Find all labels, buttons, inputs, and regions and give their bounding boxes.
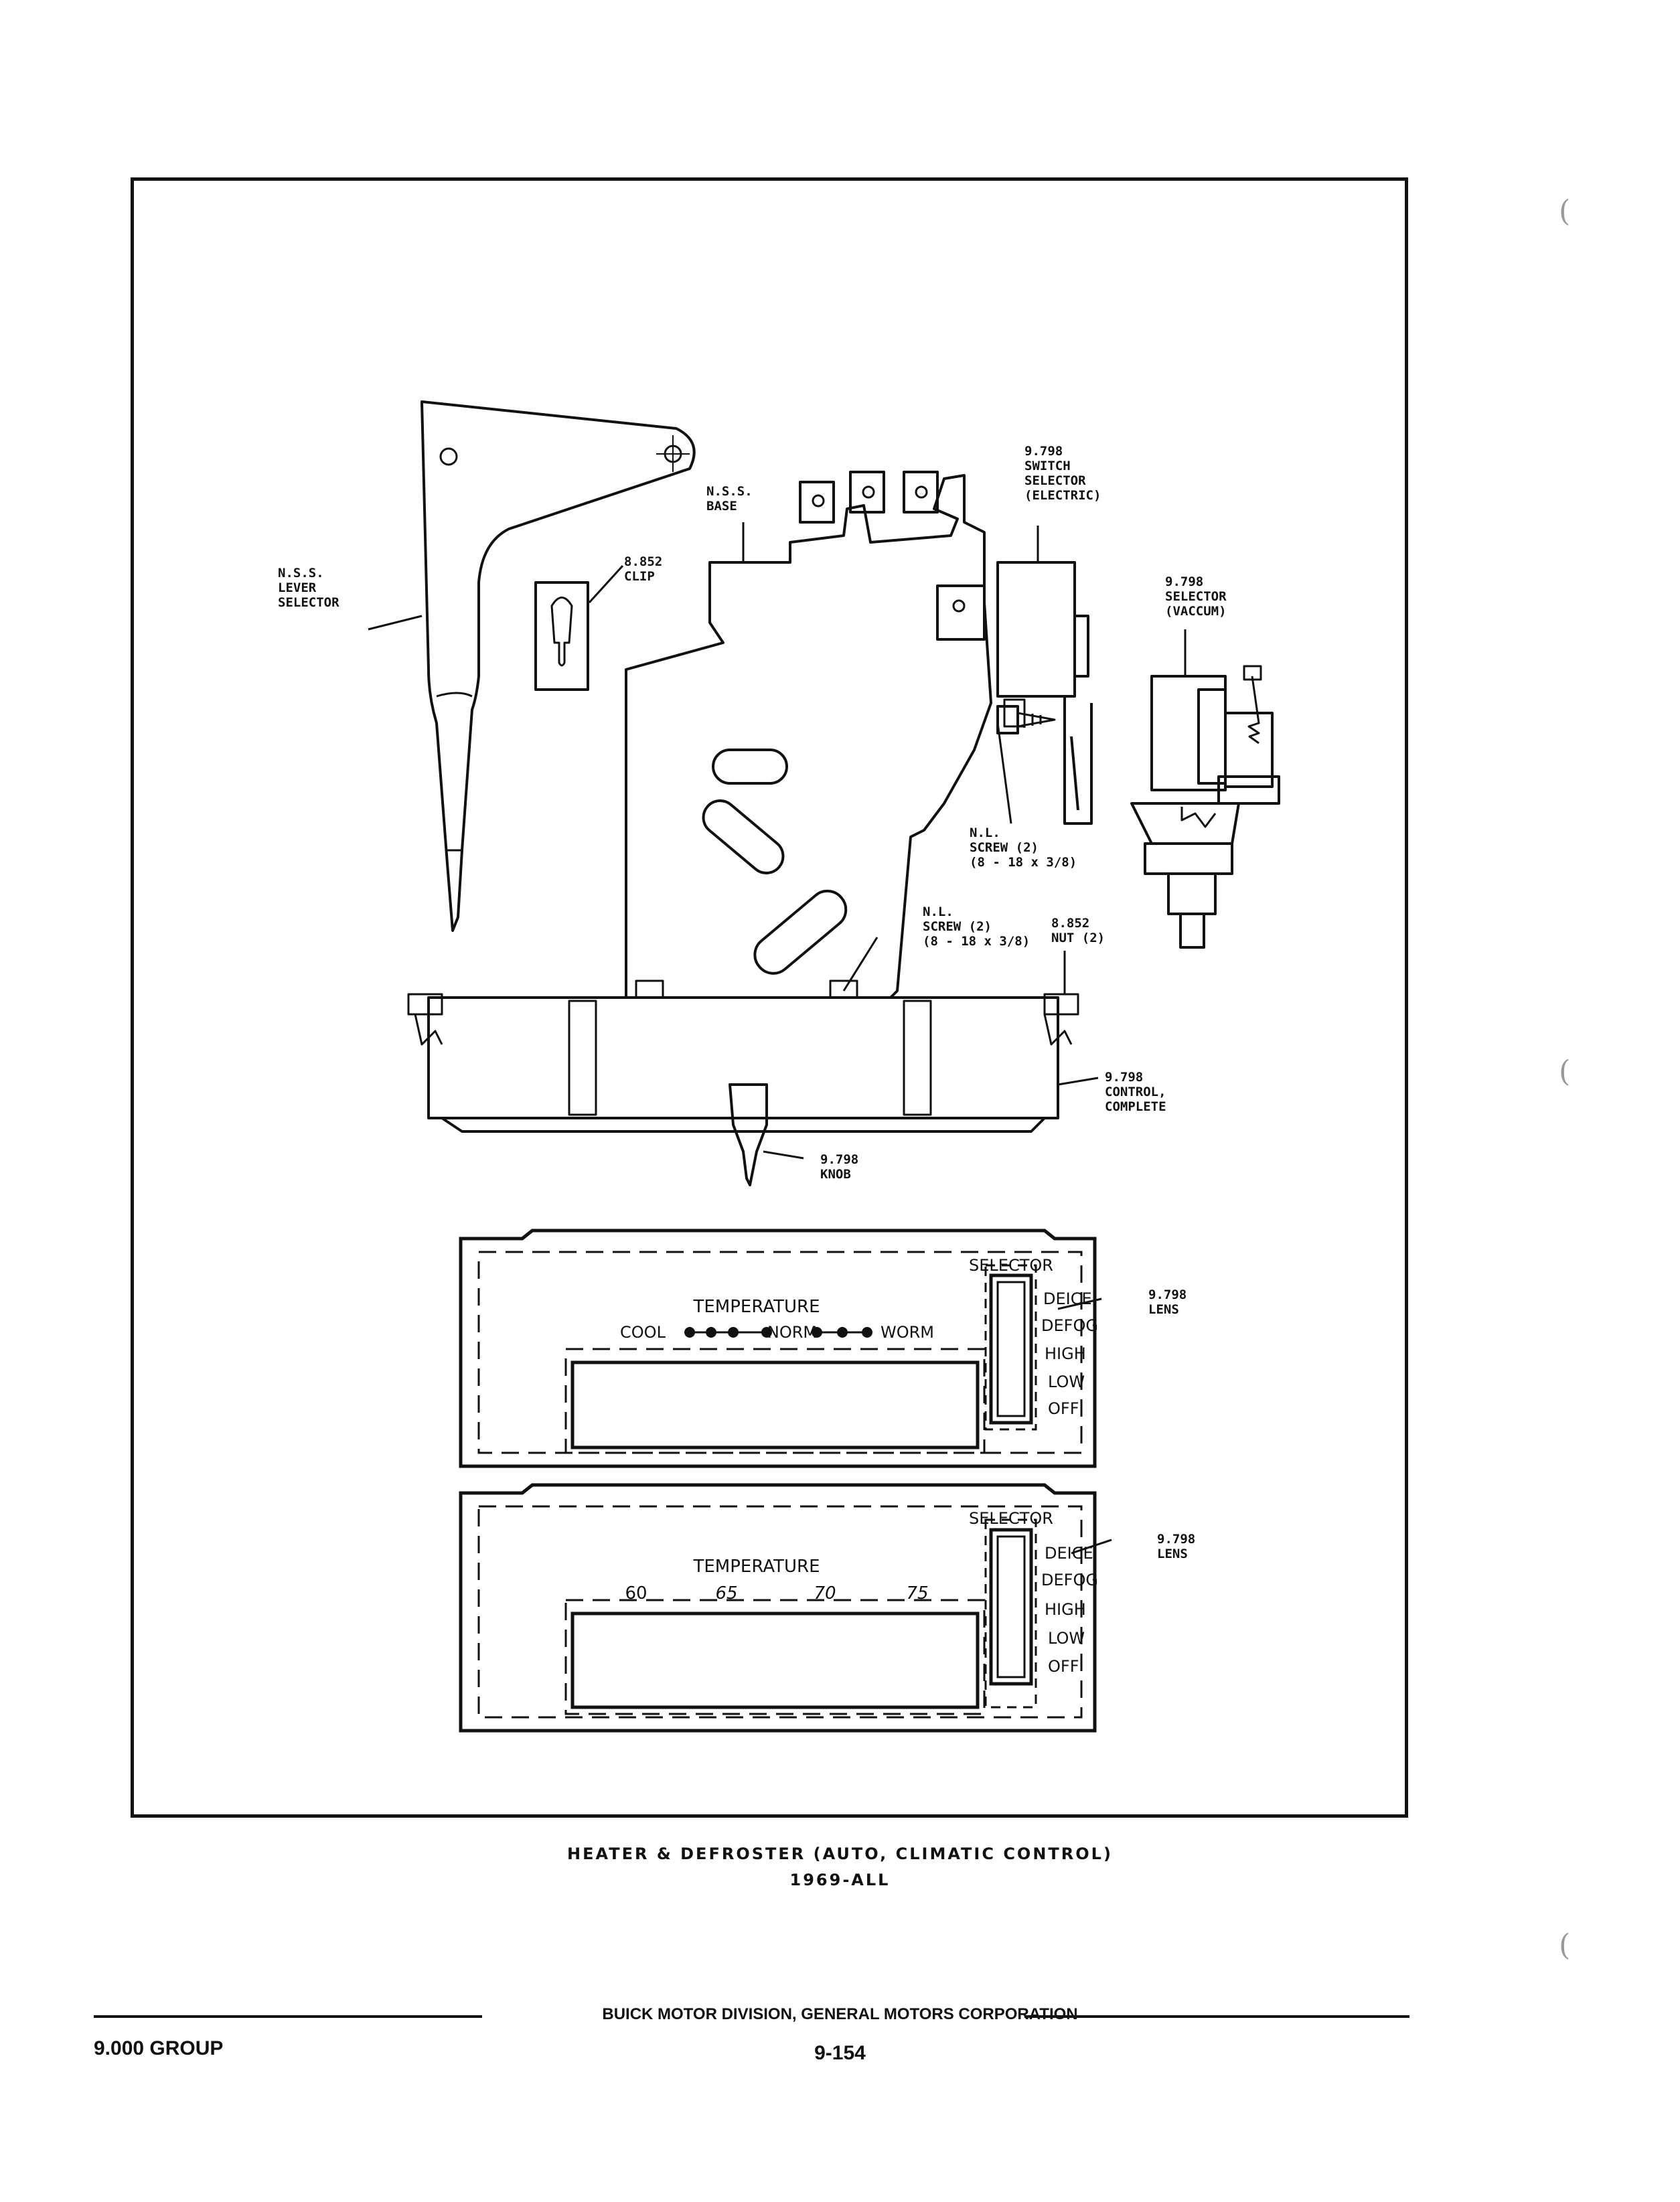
footer-page-number: 9-154: [814, 2042, 866, 2064]
callout-nut-line: 8.852: [1051, 916, 1089, 931]
svg-text:N.S.S.BASE: N.S.S.BASE: [706, 484, 753, 514]
callout-clip-line: CLIP: [624, 569, 655, 584]
callout-vacuum-selector-line: SELECTOR: [1165, 589, 1227, 604]
callout-lever-selector-line: LEVER: [278, 580, 317, 595]
lens-lower-mode-label: DEICE: [1045, 1544, 1093, 1563]
callout-screw-lower-line: N.L.: [923, 905, 953, 919]
footer-group: 9.000 GROUP: [94, 2037, 224, 2059]
lens-upper-temperature-label: TEMPERATURE: [692, 1297, 820, 1317]
callout-base-line: BASE: [706, 499, 737, 514]
callout-lever-selector-line: N.S.S.: [278, 566, 324, 580]
callout-lever-selector-line: SELECTOR: [278, 595, 339, 610]
lens-upper-scale-label: WORM: [881, 1323, 934, 1342]
lens-lower-scale-label: 60: [625, 1583, 647, 1603]
callout-lens-upper-line: LENS: [1148, 1302, 1179, 1317]
lens-upper-mode-label: HIGH: [1045, 1344, 1086, 1363]
lens-lower-selector-label: SELECTOR: [969, 1509, 1053, 1528]
clip-part: [534, 581, 589, 691]
callout-screw-upper-line: (8 - 18 x 3/8): [970, 855, 1077, 870]
callout-lens-lower-line: 9.798: [1157, 1532, 1195, 1547]
lens-upper-mode-label: DEFOG: [1041, 1316, 1098, 1335]
lens-lower: SELECTOR TEMPERATURE 60 65 70 75 DEICE D…: [459, 1483, 1098, 1733]
callout-switch-selector-line: SWITCH: [1024, 459, 1071, 473]
footer-rule-left: [94, 2015, 482, 2018]
binder-hole-mark: (: [1559, 1054, 1571, 1089]
lens-upper-scale-label: COOL: [620, 1323, 666, 1342]
figure-caption-year: 1969-ALL: [789, 1871, 891, 1889]
callout-control-line: CONTROL,: [1105, 1085, 1166, 1099]
callout-screw-upper-line: N.L.: [970, 825, 1000, 840]
lever-selector-part: [421, 400, 696, 932]
callout-screw-upper-line: SCREW (2): [970, 840, 1039, 855]
lens-upper-selector-label: SELECTOR: [969, 1256, 1053, 1275]
lens-lower-temperature-label: TEMPERATURE: [692, 1557, 820, 1577]
lens-upper-scale-label: NORM: [767, 1323, 817, 1342]
callout-switch-selector-line: SELECTOR: [1024, 473, 1086, 488]
callout-knob-line: 9.798: [820, 1152, 858, 1167]
lens-lower-mode-label: OFF: [1048, 1657, 1079, 1676]
footer-company: BUICK MOTOR DIVISION, GENERAL MOTORS COR…: [602, 2005, 1078, 2023]
electric-switch-selector-part: [996, 561, 1093, 825]
control-housing-part: [407, 979, 1079, 1133]
callout-knob-line: KNOB: [820, 1167, 851, 1182]
callout-screw-lower-line: (8 - 18 x 3/8): [923, 934, 1030, 949]
svg-text:N.L.SCREW (2)(8 - 18 x 3/8): N.L.SCREW (2)(8 - 18 x 3/8): [923, 905, 1030, 949]
leader-lines: [368, 522, 1187, 1555]
lens-upper-mode-label: DEICE: [1043, 1289, 1092, 1308]
callout-nut-line: NUT (2): [1051, 931, 1105, 945]
figure-frame: [131, 177, 1408, 1818]
lens-upper-mode-label: OFF: [1048, 1399, 1079, 1418]
vacuum-selector-part: [1130, 665, 1280, 949]
callout-vacuum-selector-line: 9.798: [1165, 574, 1203, 589]
figure-caption-title: HEATER & DEFROSTER (AUTO, CLIMATIC CONTR…: [567, 1844, 1113, 1863]
callout-switch-selector-line: (ELECTRIC): [1024, 488, 1101, 503]
lens-upper-mode-label: LOW: [1048, 1372, 1085, 1391]
lens-lower-mode-label: DEFOG: [1041, 1571, 1098, 1589]
lens-lower-scale-label: 70: [814, 1583, 836, 1603]
callout-vacuum-selector-line: (VACCUM): [1165, 604, 1227, 619]
callout-clip-line: 8.852: [624, 554, 662, 569]
upper-screw-part: [996, 705, 1056, 734]
lens-lower-scale-label: 75: [906, 1583, 928, 1603]
callout-screw-lower-line: SCREW (2): [923, 919, 992, 934]
binder-hole-mark: (: [1559, 194, 1571, 228]
lens-lower-mode-label: LOW: [1048, 1629, 1085, 1648]
svg-text:N.L.SCREW (2)(8 - 18 x 3/8): N.L.SCREW (2)(8 - 18 x 3/8): [970, 825, 1077, 870]
callout-base-line: N.S.S.: [706, 484, 753, 499]
callout-lens-upper-line: 9.798: [1148, 1287, 1187, 1302]
lens-lower-mode-label: HIGH: [1045, 1600, 1086, 1619]
footer-rule-right: [1024, 2015, 1409, 2018]
callout-lens-lower-line: LENS: [1157, 1547, 1188, 1561]
callout-control-line: 9.798: [1105, 1070, 1143, 1085]
knob-part: [729, 1083, 768, 1186]
callout-control-line: COMPLETE: [1105, 1099, 1166, 1114]
lens-upper: SELECTOR TEMPERATURE COOL NORM WORM DEIC…: [459, 1229, 1098, 1468]
callout-switch-selector-line: 9.798: [1024, 444, 1063, 459]
lens-lower-scale-label: 65: [715, 1583, 737, 1603]
binder-hole-mark: (: [1559, 1928, 1571, 1962]
